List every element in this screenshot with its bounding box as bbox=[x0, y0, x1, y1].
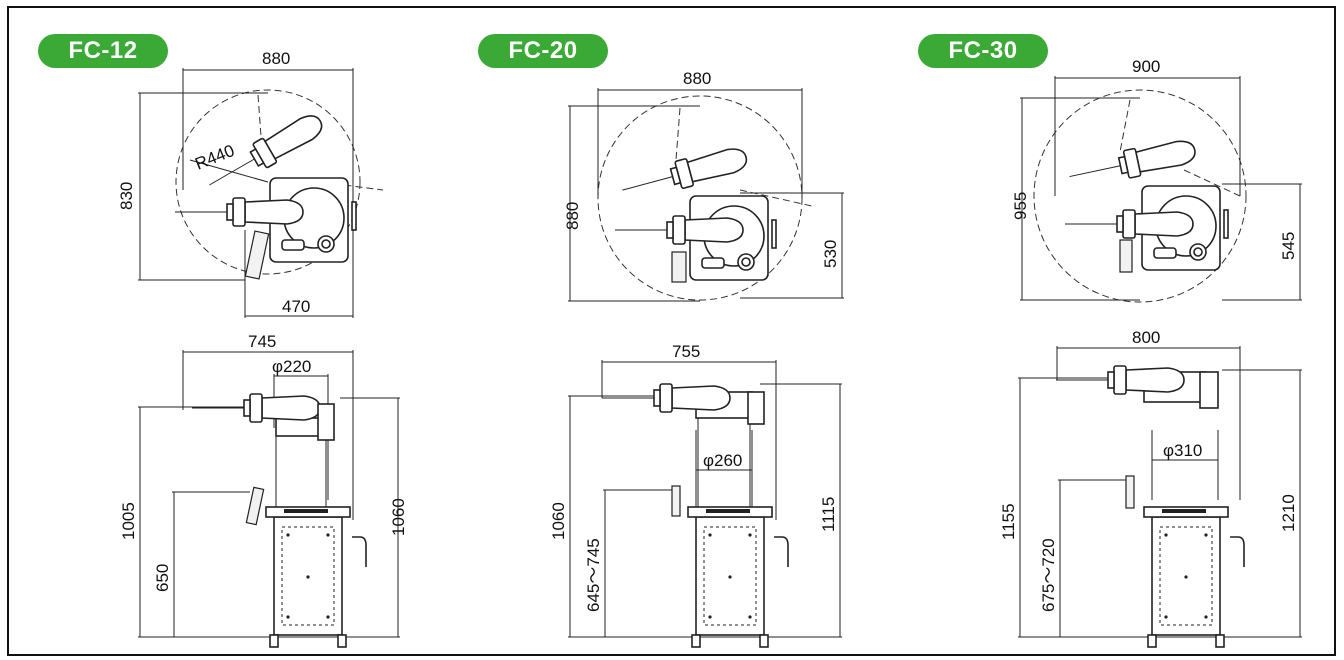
fc20-side-view: 755 φ260 1060 645～745 1115 bbox=[549, 342, 842, 648]
model-badge-fc12: FC-12 bbox=[38, 34, 168, 68]
fc12-top-radius: R440 bbox=[192, 141, 237, 174]
fc12-top-depth: 830 bbox=[117, 182, 136, 210]
fc30-side-work-height: 675～720 bbox=[1039, 538, 1058, 612]
model-badge-fc30: FC-30 bbox=[918, 34, 1048, 68]
fc12-side-work-height: 650 bbox=[153, 564, 172, 592]
drawing-frame bbox=[7, 6, 1336, 656]
fc30-side-height-left: 1155 bbox=[999, 503, 1018, 540]
fc12-top-width: 880 bbox=[262, 49, 290, 68]
fc12-top-base-width: 470 bbox=[282, 297, 310, 316]
fc30-top-view: 900 955 545 bbox=[1011, 57, 1302, 303]
fc20-side-work-height: 645～745 bbox=[584, 538, 603, 612]
fc20-side-width: 755 bbox=[672, 342, 700, 361]
fc30-side-width: 800 bbox=[1132, 328, 1160, 347]
fc20-top-view: 880 880 530 bbox=[563, 69, 844, 302]
fc30-side-height-right: 1210 bbox=[1279, 494, 1298, 532]
fc30-top-width: 900 bbox=[1132, 57, 1160, 76]
fc20-side-diameter: φ260 bbox=[703, 451, 742, 470]
fc12-top-view: 880 R440 830 470 bbox=[117, 49, 384, 318]
fc30-side-view: 800 φ310 1155 675～720 1210 bbox=[999, 328, 1302, 648]
model-badge-fc20: FC-20 bbox=[478, 34, 608, 68]
fc12-side-width: 745 bbox=[248, 332, 276, 351]
fc20-top-base-depth: 530 bbox=[821, 240, 840, 268]
fc30-top-depth: 955 bbox=[1011, 192, 1030, 220]
fc20-top-width: 880 bbox=[683, 69, 711, 88]
fc20-side-height-right: 1115 bbox=[819, 497, 838, 532]
fc12-side-view: 745 φ220 1005 650 1060 bbox=[119, 332, 408, 648]
fc30-side-diameter: φ310 bbox=[1163, 441, 1202, 460]
fc20-side-height-left: 1060 bbox=[549, 502, 568, 540]
fc30-top-base-depth: 545 bbox=[1279, 232, 1298, 260]
fc12-side-height-right: 1060 bbox=[389, 498, 408, 536]
fc12-side-height-left: 1005 bbox=[119, 502, 138, 540]
fc20-top-depth: 880 bbox=[563, 202, 582, 230]
fc12-side-diameter: φ220 bbox=[272, 357, 311, 376]
